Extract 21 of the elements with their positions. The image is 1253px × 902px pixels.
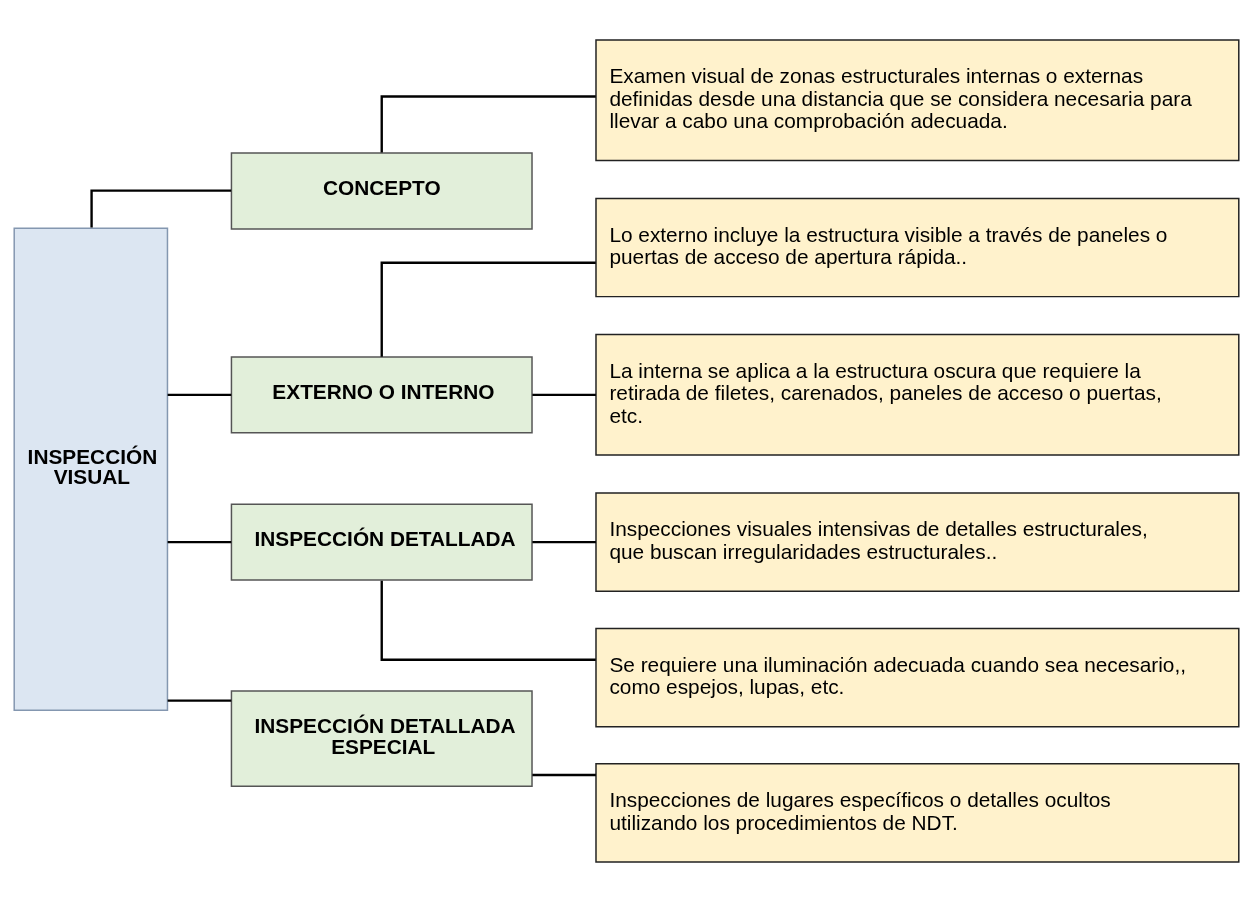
node-box: Lo externo incluye la estructura visible a través de paneles o puertas de acceso de apertura rápida.. xyxy=(595,197,1240,298)
connector xyxy=(532,393,596,396)
node-box: Examen visual de zonas estructurales internas o externas definidas desde una distancia que se considera necesaria para llevar a cabo una comprobación adecuada. xyxy=(595,39,1240,162)
node-box: INSPECCIÓN DETALLADA xyxy=(230,503,533,581)
connector xyxy=(380,261,596,357)
connector xyxy=(167,393,232,396)
connector xyxy=(380,95,596,153)
connector xyxy=(532,773,596,777)
node-box: INSPECCIÓN DETALLADA ESPECIAL xyxy=(230,690,533,787)
connector xyxy=(380,580,596,661)
node-box: Inspecciones de lugares específicos o detalles ocultos utilizando los procedimientos de NDT. xyxy=(595,763,1240,863)
connector xyxy=(90,189,232,228)
connector xyxy=(167,699,232,702)
node-box: INSPECCIÓN VISUAL xyxy=(13,227,169,712)
node-box: Inspecciones visuales intensivas de detalles estructurales, que buscan irregularidades estructurales.. xyxy=(595,492,1240,592)
node-box: La interna se aplica a la estructura oscura que requiere la retirada de filetes, carenados, paneles de acceso o puertas, etc. xyxy=(595,333,1240,456)
connector xyxy=(532,540,596,544)
node-box: EXTERNO O INTERNO xyxy=(230,356,533,434)
connector xyxy=(167,540,232,544)
node-box: Se requiere una iluminación adecuada cuando sea necesario,, como espejos, lupas, etc. xyxy=(595,627,1240,728)
node-box: CONCEPTO xyxy=(230,152,533,230)
